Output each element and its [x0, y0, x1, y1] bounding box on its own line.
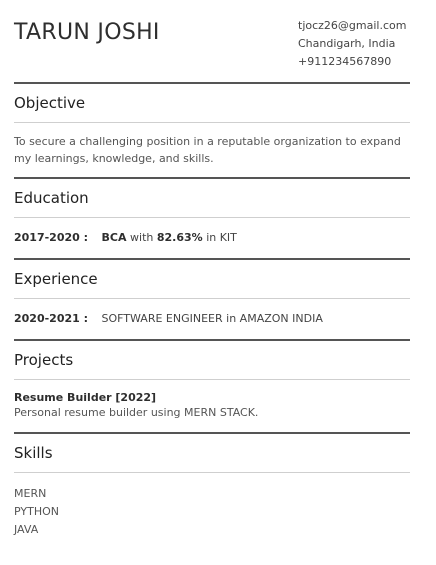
heading-underline — [14, 122, 410, 123]
contact-phone: +911234567890 — [298, 55, 392, 68]
project-item: Resume Builder [2022] Personal resume bu… — [14, 380, 410, 432]
skill-item: MERN — [14, 487, 47, 500]
skills-heading: Skills — [14, 444, 53, 462]
education-years: 2017-2020 : — [14, 231, 89, 244]
education-in-word: in — [206, 231, 217, 244]
contact-block: tjocz26@gmail.com Chandigarh, India +911… — [298, 17, 410, 71]
projects-heading: Projects — [14, 351, 74, 369]
contact-location: Chandigarh, India — [298, 37, 396, 50]
heading-underline — [14, 298, 410, 299]
heading-underline — [14, 472, 410, 473]
project-name: Resume Builder [2022] — [14, 391, 157, 404]
education-score: 82.63% — [156, 231, 203, 244]
experience-heading: Experience — [14, 270, 98, 288]
heading-underline — [14, 379, 410, 380]
skill-item: PYTHON — [14, 505, 59, 518]
objective-text: To secure a challenging position in a re… — [14, 135, 401, 165]
education-heading: Education — [14, 189, 89, 207]
section-divider — [14, 82, 410, 84]
experience-role: SOFTWARE ENGINEER — [101, 312, 223, 325]
experience-in-word: in — [226, 312, 237, 325]
education-degree: BCA — [101, 231, 127, 244]
experience-company: AMAZON INDIA — [239, 312, 323, 325]
education-with-word: with — [130, 231, 154, 244]
resume-header: TARUN JOSHI tjocz26@gmail.com Chandigarh… — [14, 0, 410, 82]
education-entry: 2017-2020 : BCA with 82.63% in KIT — [14, 218, 410, 258]
contact-email: tjocz26@gmail.com — [298, 19, 407, 32]
skills-list: MERN PYTHON JAVA — [14, 473, 410, 539]
objective-heading: Objective — [14, 94, 86, 112]
education-institute: KIT — [219, 231, 237, 244]
experience-years: 2020-2021 : — [14, 312, 89, 325]
candidate-name: TARUN JOSHI — [14, 20, 160, 45]
skill-item: JAVA — [14, 523, 39, 536]
section-divider — [14, 258, 410, 260]
section-divider — [14, 432, 410, 434]
heading-underline — [14, 217, 410, 218]
project-description: Personal resume builder using MERN STACK… — [14, 406, 259, 419]
section-divider — [14, 177, 410, 179]
section-divider — [14, 339, 410, 341]
experience-entry: 2020-2021 : SOFTWARE ENGINEER in AMAZON … — [14, 299, 410, 339]
